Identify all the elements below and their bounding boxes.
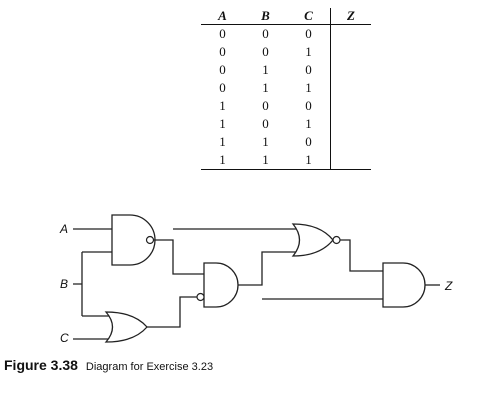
nor-gate <box>291 223 334 257</box>
wire-or-out <box>147 296 197 328</box>
or-gate <box>104 311 148 343</box>
inverter-bubble <box>196 292 205 302</box>
table-row: 0 0 1 <box>201 43 371 61</box>
header-b: B <box>244 8 287 25</box>
cell: 0 <box>262 26 269 41</box>
header-a: A <box>201 8 244 25</box>
cell-z <box>330 24 371 43</box>
input-label-b: B <box>60 277 68 291</box>
cell-z <box>330 79 371 97</box>
wire-and-out <box>238 251 383 300</box>
cell: 0 <box>305 62 312 77</box>
cell: 1 <box>219 134 226 149</box>
truth-table-header-row: A B C Z <box>201 8 371 25</box>
inverter-bubble <box>332 235 341 245</box>
cell: 0 <box>262 98 269 113</box>
cell: 0 <box>262 44 269 59</box>
input-label-c: C <box>60 331 69 345</box>
cell-z <box>330 151 371 170</box>
nand-gate <box>111 214 156 266</box>
table-row: 1 1 0 <box>201 133 371 151</box>
cell: 0 <box>305 134 312 149</box>
figure-caption: Figure 3.38 Diagram for Exercise 3.23 <box>4 357 213 375</box>
cell: 1 <box>262 134 269 149</box>
wire-b <box>73 251 112 317</box>
cell: 1 <box>262 80 269 95</box>
figure-number: Figure 3.38 <box>4 357 78 373</box>
cell-z <box>330 133 371 151</box>
cell: 0 <box>219 44 226 59</box>
input-label-a: A <box>59 222 68 236</box>
output-label-z: Z <box>444 279 453 293</box>
header-z: Z <box>330 8 371 25</box>
cell: 0 <box>219 62 226 77</box>
cell: 0 <box>305 26 312 41</box>
wire-nor-out <box>340 239 383 272</box>
cell: 0 <box>305 98 312 113</box>
cell-z <box>330 61 371 79</box>
figure-caption-text: Diagram for Exercise 3.23 <box>85 361 214 373</box>
table-row: 0 0 0 <box>201 24 371 43</box>
cell: 1 <box>262 62 269 77</box>
cell: 0 <box>262 116 269 131</box>
table-row: 1 0 1 <box>201 115 371 133</box>
wire-nand-out <box>153 228 296 275</box>
cell: 1 <box>219 98 226 113</box>
cell-z <box>330 43 371 61</box>
cell: 0 <box>219 26 226 41</box>
cell: 1 <box>201 151 244 170</box>
and-gate <box>203 262 239 308</box>
table-row: 0 1 0 <box>201 61 371 79</box>
cell: 1 <box>219 116 226 131</box>
cell: 1 <box>287 151 331 170</box>
cell: 1 <box>305 44 312 59</box>
header-c: C <box>287 8 331 25</box>
table-row: 1 0 0 <box>201 97 371 115</box>
and-gate-output <box>382 262 426 308</box>
cell-z <box>330 97 371 115</box>
cell: 1 <box>305 80 312 95</box>
cell: 0 <box>219 80 226 95</box>
cell: 1 <box>244 151 287 170</box>
table-row: 0 1 1 <box>201 79 371 97</box>
cell-z <box>330 115 371 133</box>
inverter-bubble <box>145 235 155 245</box>
cell: 1 <box>305 116 312 131</box>
